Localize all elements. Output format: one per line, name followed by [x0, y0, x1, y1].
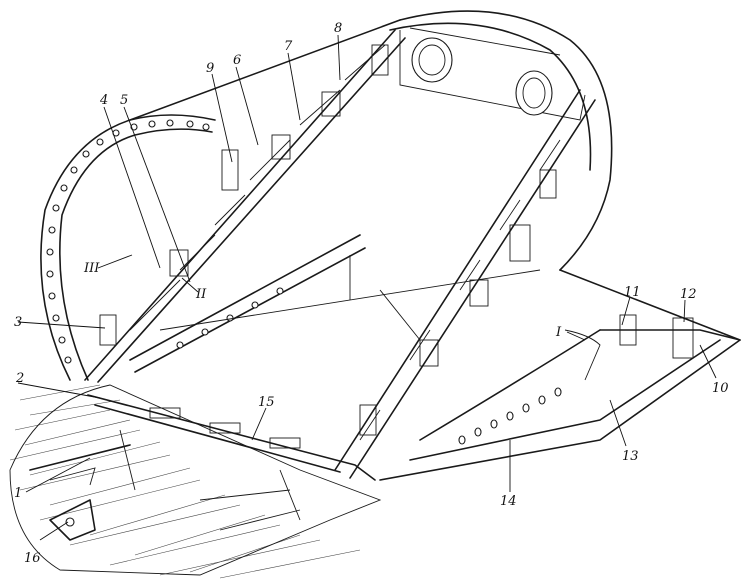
callouts: 1 2 3 4 5 6 7 8 9 10 11 12 13 14 15 16 I… — [14, 21, 729, 566]
label-16: 16 — [24, 551, 41, 566]
label-roman-III: III — [83, 261, 100, 276]
label-1: 1 — [14, 486, 22, 501]
inner-beam — [129, 234, 541, 373]
left-longeron — [84, 29, 406, 383]
label-10: 10 — [712, 381, 729, 396]
fairing-holes — [458, 387, 562, 445]
rear-bulkhead — [399, 27, 586, 121]
label-3: 3 — [14, 315, 22, 330]
label-12: 12 — [680, 287, 697, 302]
label-roman-II: II — [195, 287, 207, 302]
leader-lines — [17, 34, 717, 541]
floor-hatching — [9, 384, 382, 579]
label-7: 7 — [284, 39, 293, 54]
label-8: 8 — [334, 21, 342, 36]
label-5: 5 — [120, 93, 128, 108]
label-9: 9 — [206, 61, 214, 76]
label-11: 11 — [624, 285, 641, 300]
curved-frame — [40, 10, 613, 381]
label-roman-I: I — [555, 325, 562, 340]
label-15: 15 — [258, 395, 275, 410]
side-fairing — [379, 269, 741, 481]
label-4: 4 — [99, 93, 108, 108]
label-14: 14 — [500, 494, 517, 509]
label-2: 2 — [15, 371, 24, 386]
right-longeron — [334, 89, 596, 479]
label-6: 6 — [233, 53, 241, 68]
bottom-rail — [87, 394, 376, 481]
lower-fittings — [29, 429, 301, 541]
label-13: 13 — [622, 449, 639, 464]
